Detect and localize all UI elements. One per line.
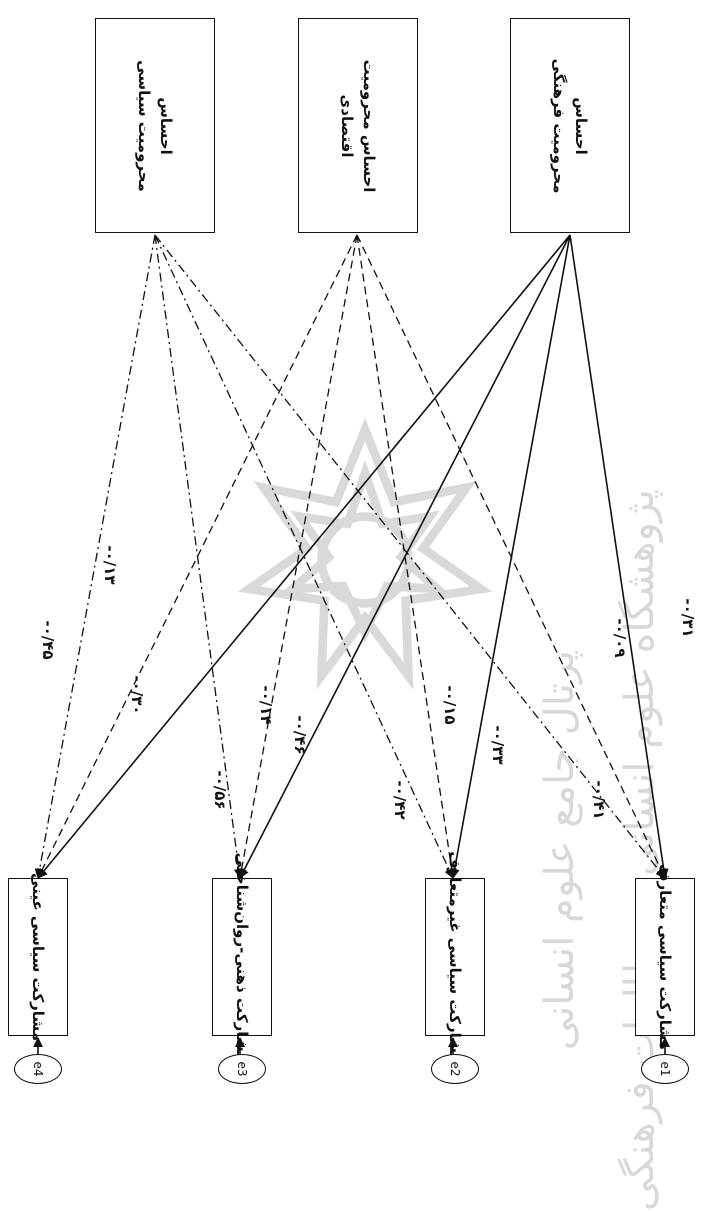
error-node-e1: e1: [641, 1054, 689, 1084]
source-box-economic: احساس محرومیت اقتصادی: [298, 18, 418, 233]
error-label-e3: e3: [235, 1061, 249, 1077]
target-box-unconventional: مشارکت سیاسی غیرمتعارف: [425, 851, 485, 1063]
coef-economic-t2: -۰/۱۵: [441, 685, 459, 725]
source-box-cultural: احساس محرومیت فرهنگی: [510, 18, 630, 233]
source-label-economic-line1: احساس محرومیت: [360, 59, 378, 192]
source-label-cultural: احساس محرومیت فرهنگی: [548, 58, 592, 193]
error-node-e4: e4: [14, 1054, 62, 1084]
coef-economic-t3: -۰/۱۴: [257, 685, 275, 725]
target-box-conventional: مشارکت سیاسی متعارف: [635, 864, 695, 1050]
target-label-unconventional: مشارکت سیاسی غیرمتعارف: [446, 851, 464, 1063]
coef-political-t3: -۰/۵۶: [211, 770, 229, 810]
coef-political-t4: -۰/۳۰: [128, 675, 146, 715]
path-arrow-political-t4: [34, 234, 156, 879]
coef-cultural-t3: -۰/۴۶: [291, 715, 309, 755]
target-label-objective: مشارکت سیاسی عینی: [29, 873, 47, 1041]
path-arrow-cultural-t4: [37, 234, 571, 879]
coef-cultural-t1: -۰/۳۱: [679, 598, 697, 638]
path-arrow-political-t3: [154, 234, 244, 879]
source-label-political-line1: احساس: [157, 96, 175, 155]
target-box-objective: مشارکت سیاسی عینی: [8, 873, 68, 1041]
error-label-e4: e4: [31, 1061, 45, 1077]
source-label-political-line2: محرومیت سیاسی: [135, 59, 153, 192]
path-arrow-economic-t3: [236, 234, 358, 879]
path-arrow-political-t1: [154, 234, 666, 879]
target-label-psychological: مشارکت ذهنی-روان‌شناختی: [233, 852, 251, 1062]
coef-political-t1: -۰/۴۱: [590, 780, 608, 820]
coef-cultural-t4: -۰/۴۵: [39, 620, 57, 660]
coef-economic-t4: -۰/۱۳: [101, 545, 119, 585]
path-arrow-cultural-t1: [569, 234, 669, 879]
path-diagram: پژوهشگاه علوم انسانی و مطالعات فرهنگی پر…: [8, 18, 697, 1211]
coef-political-t2: -۰/۴۲: [391, 780, 409, 820]
source-label-economic-line2: اقتصادی: [338, 94, 356, 157]
path-arrow-political-t2: [154, 234, 454, 879]
path-arrows: [33, 234, 670, 1054]
watermark-emblem-icon: [237, 417, 493, 690]
source-label-political: احساس محرومیت سیاسی: [133, 60, 177, 192]
coef-economic-t1: -۰/۰۹: [611, 618, 629, 658]
error-label-e2: e2: [448, 1061, 462, 1077]
target-label-conventional: مشارکت سیاسی متعارف: [656, 864, 674, 1050]
source-label-cultural-line1: احساس: [572, 96, 590, 155]
path-arrow-economic-t2: [356, 234, 457, 879]
coef-cultural-t2: -۰/۳۳: [489, 725, 507, 765]
source-label-cultural-line2: محرومیت فرهنگی: [550, 58, 568, 193]
source-box-political: احساس محرومیت سیاسی: [95, 18, 215, 233]
target-box-psychological: مشارکت ذهنی-روان‌شناختی: [212, 853, 272, 1061]
path-arrow-economic-t1: [356, 234, 666, 879]
source-label-economic: احساس محرومیت اقتصادی: [336, 59, 380, 192]
error-node-e2: e2: [431, 1054, 479, 1084]
error-node-e3: e3: [218, 1054, 266, 1084]
error-label-e1: e1: [658, 1061, 672, 1077]
